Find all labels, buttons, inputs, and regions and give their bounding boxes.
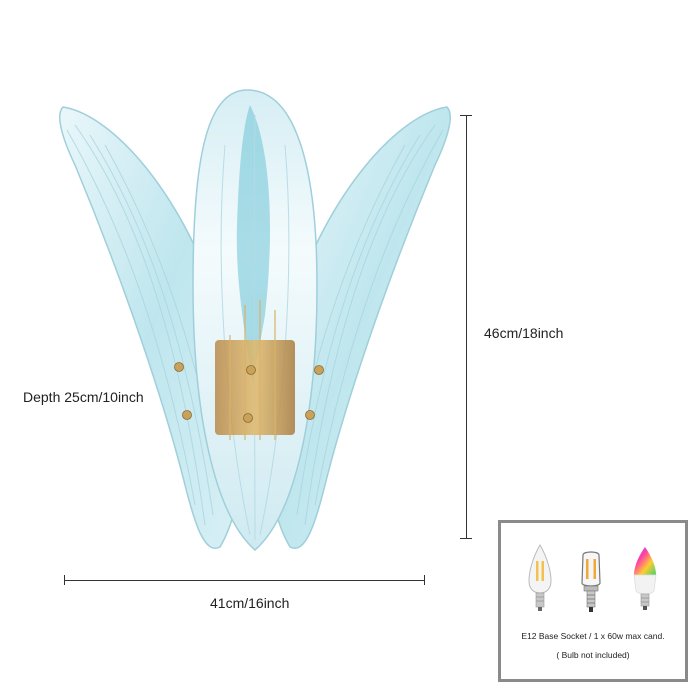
socket-spec-text: E12 Base Socket / 1 x 60w max cand. — [521, 631, 665, 641]
width-label: 41cm/16inch — [210, 595, 290, 611]
product-image — [55, 85, 455, 565]
rgb-smart-bulb-icon — [631, 545, 659, 615]
sconce-illustration — [59, 89, 451, 551]
width-dimension-cap-left — [64, 575, 65, 585]
height-dimension-cap-top — [460, 115, 472, 116]
width-dimension-line — [64, 580, 425, 581]
height-dimension-line — [466, 116, 467, 538]
brass-pins — [174, 362, 324, 423]
height-label: 46cm/18inch — [484, 325, 564, 341]
depth-label: Depth 25cm/10inch — [23, 389, 144, 405]
height-dimension-cap-bottom — [460, 538, 472, 539]
candle-filament-bulb-icon — [527, 543, 553, 613]
bulb-not-included-text: ( Bulb not included) — [556, 650, 630, 660]
width-dimension-cap-right — [424, 575, 425, 585]
bulb-info-box: E12 Base Socket / 1 x 60w max cand. ( Bu… — [498, 520, 688, 682]
tubular-filament-bulb-icon — [578, 549, 604, 615]
